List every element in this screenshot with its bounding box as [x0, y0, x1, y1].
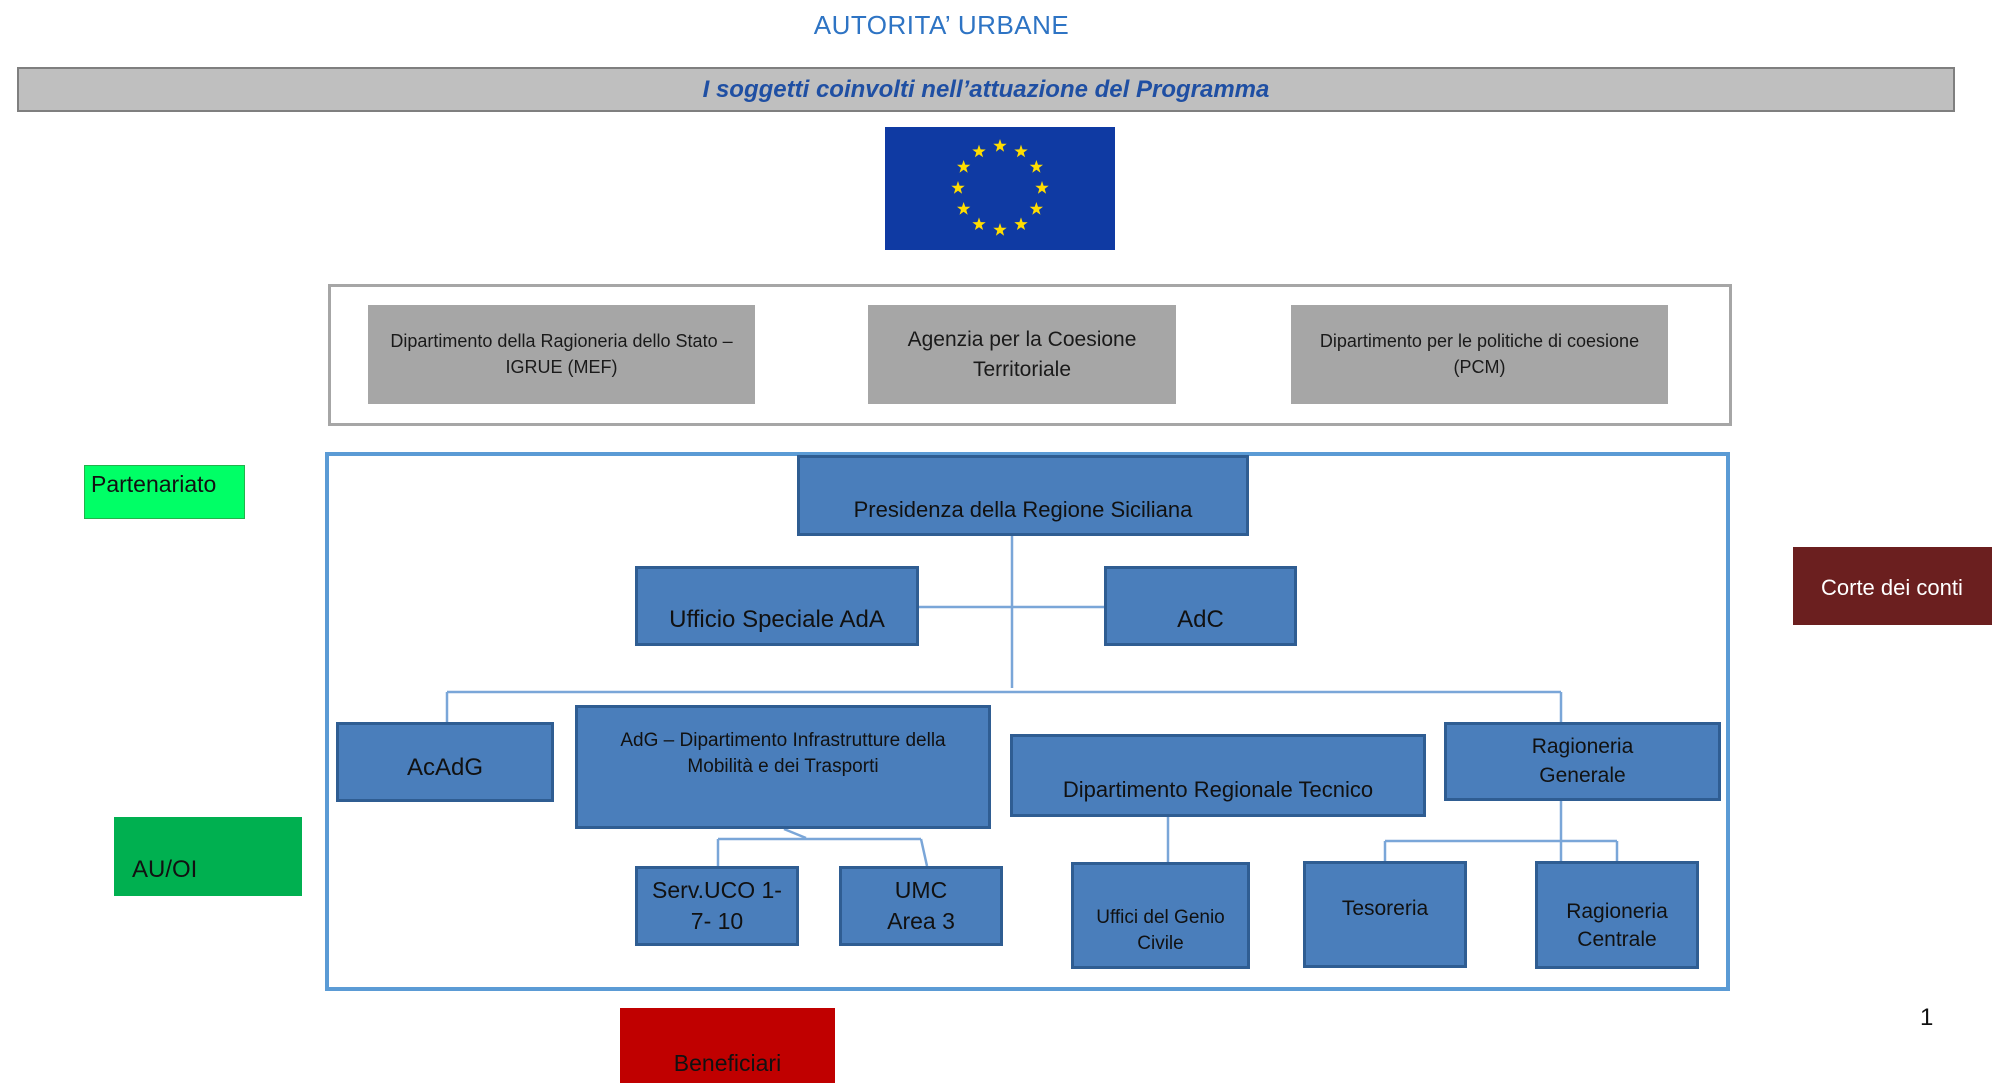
eu-flag-icon — [885, 127, 1115, 250]
box-tesoreria: Tesoreria — [1303, 861, 1467, 968]
box-adg-dipartimento-label: AdG – Dipartimento Infrastrutture della … — [620, 730, 946, 777]
box-adc-label: AdC — [1177, 605, 1224, 633]
box-adc: AdC — [1104, 566, 1297, 646]
box-umc-label: UMC Area 3 — [887, 876, 955, 934]
box-ragioneria-centrale-label: Ragioneria Centrale — [1566, 899, 1668, 951]
flag-star — [972, 144, 986, 158]
box-au-oi: AU/OI — [114, 817, 302, 896]
box-ufficio-speciale-ada-label: Ufficio Speciale AdA — [669, 605, 885, 633]
box-serv-uco: Serv.UCO 1- 7- 10 — [635, 866, 799, 946]
subtitle-text: I soggetti coinvolti nell’attuazione del… — [702, 75, 1270, 103]
box-beneficiari-label: Beneficiari — [673, 1050, 782, 1076]
flag-star — [957, 202, 971, 215]
flag-star — [957, 160, 971, 173]
box-genio-civile: Uffici del Genio Civile — [1071, 862, 1250, 969]
box-partenariato-label: Partenariato — [91, 471, 217, 497]
box-ufficio-speciale-ada: Ufficio Speciale AdA — [635, 566, 919, 646]
box-adg-dipartimento: AdG – Dipartimento Infrastrutture della … — [575, 705, 991, 829]
flag-star — [1014, 144, 1028, 158]
regional-structure-frame — [325, 452, 1730, 991]
box-serv-uco-label: Serv.UCO 1- 7- 10 — [652, 876, 782, 934]
box-agenzia-coesione-label: Agenzia per la Coesione Territoriale — [907, 328, 1137, 381]
flag-star — [993, 139, 1007, 152]
box-beneficiari: Beneficiari — [620, 1008, 835, 1083]
page-number: 1 — [1920, 1004, 1934, 1031]
subtitle-bar: I soggetti coinvolti nell’attuazione del… — [17, 67, 1955, 112]
box-corte-dei-conti-label: Corte dei conti — [1821, 575, 1963, 600]
box-ragioneria-generale: Ragioneria Generale — [1444, 722, 1721, 801]
box-ragioneria-centrale: Ragioneria Centrale — [1535, 861, 1699, 969]
box-pcm-label: Dipartimento per le politiche di coesion… — [1319, 331, 1640, 377]
flag-star — [1035, 181, 1049, 194]
box-dipartimento-regionale-tecnico: Dipartimento Regionale Tecnico — [1010, 734, 1426, 817]
flag-star — [951, 181, 965, 194]
box-umc: UMC Area 3 — [839, 866, 1003, 946]
flag-star — [993, 223, 1007, 236]
flag-star — [1029, 160, 1043, 173]
eu-flag-graphic — [951, 139, 1049, 236]
box-acadg: AcAdG — [336, 722, 554, 802]
box-au-oi-label: AU/OI — [132, 855, 198, 883]
box-igrue-label: Dipartimento della Ragioneria dello Stat… — [390, 331, 733, 377]
box-partenariato: Partenariato — [84, 465, 245, 519]
box-acadg-label: AcAdG — [406, 753, 484, 781]
box-presidenza-label: Presidenza della Regione Siciliana — [853, 496, 1193, 522]
box-igrue: Dipartimento della Ragioneria dello Stat… — [368, 305, 755, 404]
box-ragioneria-generale-label: Ragioneria Generale — [1531, 735, 1634, 787]
box-agenzia-coesione: Agenzia per la Coesione Territoriale — [868, 305, 1176, 404]
flag-star — [1014, 217, 1028, 230]
flag-star — [1029, 202, 1043, 215]
page-title: AUTORITA’ URBANE — [813, 10, 1070, 40]
box-presidenza: Presidenza della Regione Siciliana — [797, 455, 1249, 536]
box-corte-dei-conti: Corte dei conti — [1793, 547, 1992, 625]
box-tesoreria-label: Tesoreria — [1341, 897, 1429, 921]
flag-star — [972, 217, 986, 230]
box-dipartimento-regionale-tecnico-label: Dipartimento Regionale Tecnico — [1062, 776, 1374, 802]
box-pcm: Dipartimento per le politiche di coesion… — [1291, 305, 1668, 404]
box-genio-civile-label: Uffici del Genio Civile — [1096, 906, 1225, 954]
